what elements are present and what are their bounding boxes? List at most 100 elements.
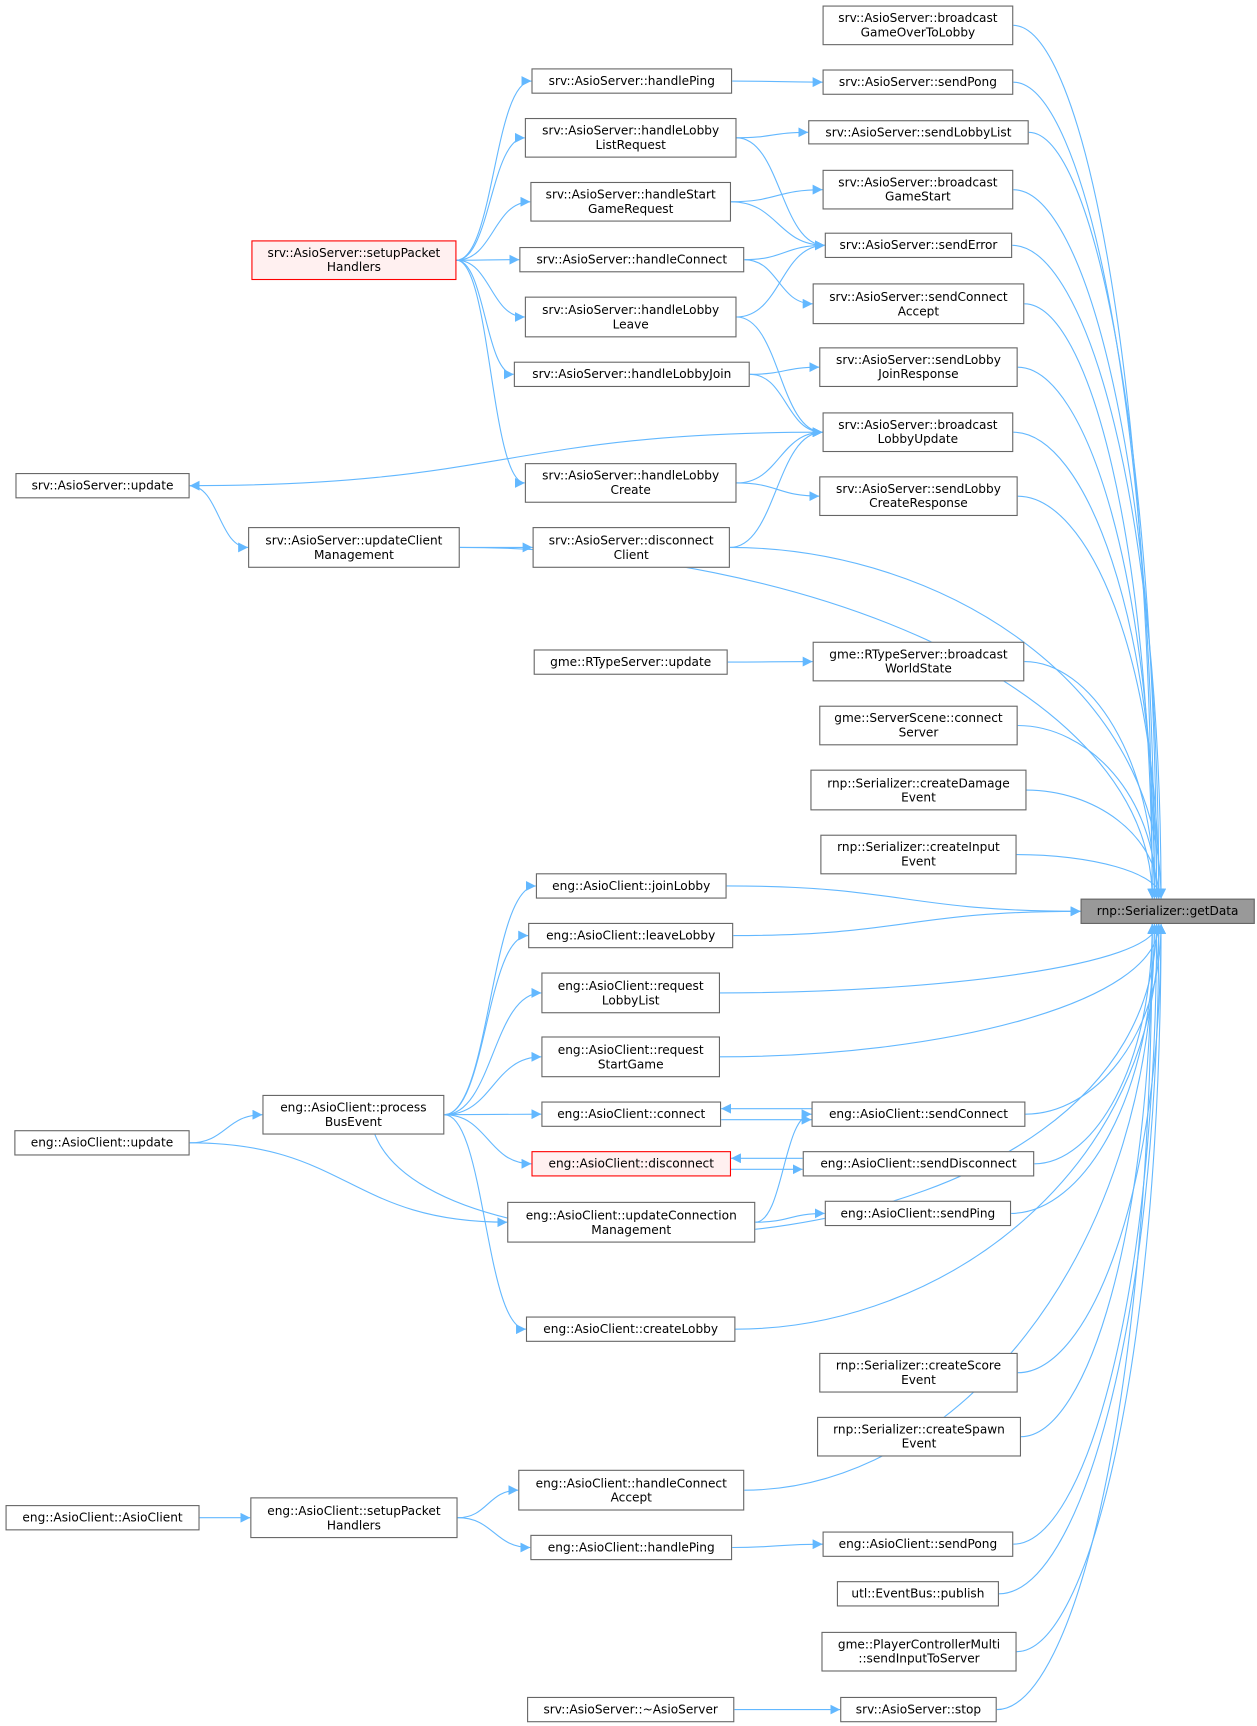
graph-node[interactable]: srv::AsioServer::stop [840, 1696, 997, 1723]
call-edge [736, 316, 823, 438]
call-edge [189, 1109, 263, 1144]
call-edge [1017, 724, 1162, 899]
graph-node[interactable]: srv::AsioServer::sendLobby CreateRespons… [819, 476, 1018, 517]
graph-node[interactable]: srv::AsioServer::sendError [824, 232, 1013, 259]
call-edge [755, 1109, 812, 1223]
graph-node[interactable]: srv::AsioServer::disconnect Client [532, 527, 730, 568]
call-edge [744, 259, 813, 309]
call-edge [1012, 244, 1166, 899]
graph-node[interactable]: srv::AsioServer::~AsioServer [527, 1696, 735, 1723]
call-edge [736, 127, 809, 139]
call-edge [744, 240, 825, 261]
call-edge [731, 184, 823, 203]
graph-node[interactable]: eng::AsioClient::update [14, 1130, 190, 1156]
graph-node[interactable]: srv::AsioServer::sendConnect Accept [812, 283, 1025, 325]
call-edge [1013, 81, 1160, 899]
call-edge [456, 259, 525, 488]
graph-node[interactable]: eng::AsioClient::handleConnect Accept [518, 1469, 745, 1511]
call-edge [1024, 303, 1158, 899]
graph-node[interactable]: eng::AsioClient::AsioClient [5, 1505, 200, 1531]
graph-node[interactable]: eng::AsioClient::request LobbyList [541, 972, 720, 1014]
graph-node[interactable]: eng::AsioClient::sendPong [822, 1531, 1014, 1557]
call-edge [444, 930, 529, 1116]
call-edge [457, 1485, 519, 1519]
graph-node[interactable]: eng::AsioClient::connect [541, 1101, 722, 1127]
graph-node[interactable]: gme::PlayerControllerMulti ::sendInputTo… [821, 1631, 1017, 1672]
graph-node[interactable]: srv::AsioServer::sendLobbyList [808, 120, 1029, 145]
graph-node[interactable]: rnp::Serializer::createInput Event [820, 834, 1017, 875]
call-edge [374, 923, 1162, 1236]
graph-node[interactable]: eng::AsioClient::updateConnection Manage… [507, 1201, 756, 1243]
call-edge [735, 923, 1164, 1330]
call-edge [189, 1142, 508, 1228]
graph-node[interactable]: eng::AsioClient::sendDisconnect [802, 1151, 1035, 1177]
graph-node[interactable]: gme::ServerScene::connect Server [819, 705, 1018, 746]
graph-node[interactable]: rnp::Serializer::createDamage Event [810, 769, 1027, 811]
graph-node[interactable]: srv::AsioServer::broadcast LobbyUpdate [822, 412, 1014, 453]
call-edge [736, 482, 820, 502]
call-edge [1024, 661, 1160, 899]
call-edge [444, 1051, 542, 1116]
call-edge [444, 987, 542, 1116]
target-node-getdata[interactable]: rnp::Serializer::getData [1080, 898, 1255, 924]
call-edge [726, 885, 1081, 917]
call-edge [749, 362, 820, 375]
graph-node[interactable]: rnp::Serializer::createSpawn Event [817, 1416, 1022, 1457]
call-edge [755, 1208, 825, 1223]
graph-node[interactable]: srv::AsioServer::handleStart GameRequest [530, 181, 732, 222]
graph-node[interactable]: utl::EventBus::publish [836, 1581, 999, 1607]
graph-node[interactable]: eng::AsioClient::request StartGame [541, 1036, 720, 1078]
graph-node[interactable]: srv::AsioServer::sendLobby JoinResponse [819, 347, 1018, 388]
graph-node[interactable]: eng::AsioClient::sendConnect [811, 1101, 1026, 1127]
call-edge [1013, 189, 1164, 899]
graph-node[interactable]: eng::AsioClient::setupPacket Handlers [250, 1497, 458, 1539]
graph-node[interactable]: gme::RTypeServer::broadcast WorldState [812, 641, 1025, 682]
graph-node[interactable]: gme::RTypeServer::update [533, 649, 728, 675]
call-edge [1013, 431, 1162, 899]
graph-node[interactable]: srv::AsioServer::handleConnect [519, 246, 745, 273]
graph-node[interactable]: eng::AsioClient::process BusEvent [262, 1094, 445, 1135]
call-edge [744, 923, 1160, 1491]
graph-node[interactable]: eng::AsioClient::createLobby [525, 1316, 736, 1342]
call-edge [456, 76, 532, 261]
call-edge [736, 427, 823, 484]
call-edge [731, 201, 825, 251]
call-edge [729, 546, 1166, 899]
call-edge [733, 906, 1081, 937]
call-edge [444, 1109, 542, 1120]
graph-node[interactable]: srv::AsioServer::handlePing [531, 68, 733, 94]
call-edge [459, 546, 1158, 899]
graph-node[interactable]: srv::AsioServer::broadcast GameStart [822, 169, 1014, 210]
call-edge [998, 923, 1164, 1595]
graph-node[interactable]: srv::AsioServer::handleLobby Leave [524, 296, 737, 338]
graph-node[interactable]: srv::AsioServer::handleLobby ListRequest [524, 117, 737, 158]
call-edge [189, 431, 823, 491]
graph-node[interactable]: srv::AsioServer::update [15, 473, 190, 499]
call-edge [1013, 923, 1162, 1545]
call-edge [1016, 923, 1166, 1653]
graph-node[interactable]: eng::AsioClient::handlePing [530, 1534, 733, 1561]
call-edge [1017, 495, 1164, 899]
graph-node[interactable]: rnp::Serializer::createScore Event [819, 1352, 1018, 1393]
graph-node[interactable]: srv::AsioServer::setupPacket Handlers [251, 240, 457, 281]
call-edge [736, 240, 825, 318]
call-edge [1028, 131, 1162, 899]
graph-node[interactable]: srv::AsioServer::sendPong [822, 69, 1014, 95]
graph-node[interactable]: eng::AsioClient::leaveLobby [528, 922, 734, 949]
call-edge [1025, 923, 1166, 1115]
call-edge [727, 656, 813, 667]
call-edge [719, 923, 1162, 994]
call-edge [456, 132, 525, 261]
call-edge [1021, 923, 1158, 1438]
graph-node[interactable]: eng::AsioClient::sendPing [824, 1200, 1012, 1227]
call-edge [1016, 853, 1166, 899]
graph-node[interactable]: eng::AsioClient::joinLobby [535, 873, 727, 899]
graph-node[interactable]: eng::AsioClient::disconnect [531, 1151, 732, 1177]
graph-node[interactable]: srv::AsioServer::updateClient Management [248, 527, 460, 568]
graph-node[interactable]: srv::AsioServer::handleLobby Create [524, 463, 737, 503]
call-edge [456, 259, 514, 380]
graph-node[interactable]: srv::AsioServer::handleLobbyJoin [513, 361, 750, 388]
call-edge [732, 77, 823, 88]
graph-node[interactable]: srv::AsioServer::broadcast GameOverToLob… [822, 5, 1014, 46]
